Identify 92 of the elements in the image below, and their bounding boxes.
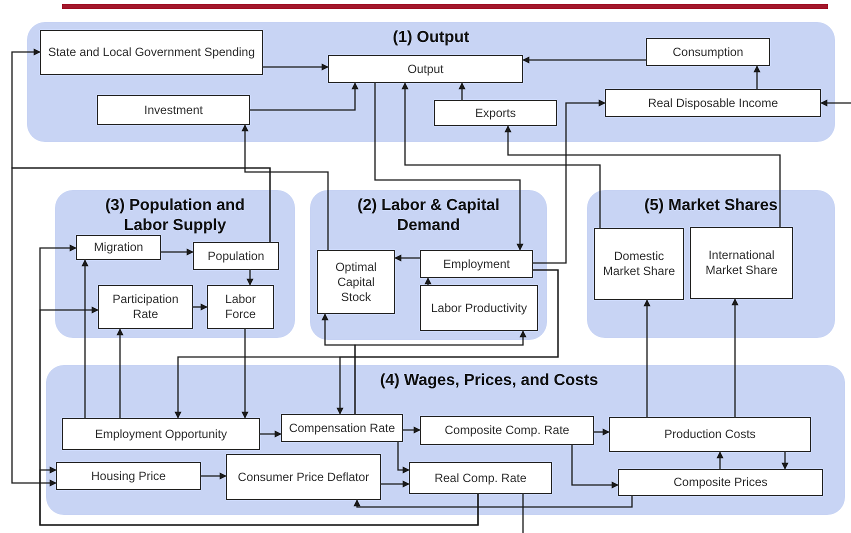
arrow [504, 125, 781, 227]
box-label: State and Local Government Spending [48, 45, 255, 60]
box-label: Labor Productivity [430, 300, 528, 316]
process-box [56, 462, 201, 490]
box-label: Housing Price [91, 468, 166, 484]
arrow [39, 466, 479, 526]
box-label: International Market Share [704, 248, 779, 278]
process-box [434, 100, 557, 126]
process-box [420, 416, 594, 445]
arrow [782, 452, 788, 470]
process-box [98, 285, 193, 329]
group-title: (4) Wages, Prices, and Costs [380, 371, 598, 391]
process-box [420, 285, 538, 331]
box-label: Participation Rate [111, 292, 180, 322]
group-panel [55, 190, 295, 338]
arrow [716, 451, 724, 469]
arrow [336, 269, 559, 415]
arrow [116, 328, 124, 418]
group-panel [587, 190, 835, 338]
box-label: Output [407, 62, 444, 76]
arrow [354, 496, 633, 508]
group-panel [46, 365, 845, 515]
group-title: (5) Market Shares [644, 196, 778, 216]
process-box [609, 417, 811, 452]
process-box [193, 242, 279, 270]
arrow [201, 472, 227, 480]
connector-line [522, 494, 524, 533]
group-panel [27, 22, 835, 142]
box-label: Consumer Price Deflator [238, 470, 370, 484]
arrow [820, 100, 851, 106]
process-box [420, 250, 533, 278]
arrow [354, 330, 526, 414]
arrow [594, 428, 610, 436]
box-label: Exports [475, 106, 516, 120]
process-box [281, 414, 403, 442]
box-label: Investment [144, 102, 203, 118]
process-box [409, 462, 552, 494]
box-label: Employment [443, 256, 510, 272]
arrow [424, 277, 432, 285]
box-label: Production Costs [664, 427, 756, 442]
box-label: Real Disposable Income [648, 96, 778, 110]
box-label: Real Comp. Rate [434, 470, 527, 486]
box-label: Compensation Rate [288, 420, 396, 436]
process-box [594, 228, 684, 300]
box-label: Employment Opportunity [94, 426, 228, 442]
process-box [97, 95, 250, 125]
process-box [40, 30, 263, 75]
arrow [161, 248, 194, 256]
arrow [533, 100, 606, 264]
arrow [732, 298, 738, 417]
box-label: Migration [94, 240, 144, 255]
box-label: Domestic Market Share [602, 249, 676, 279]
process-box [76, 235, 161, 260]
box-label: Optimal Capital Stock [334, 260, 378, 304]
group-title: (1) Output [392, 28, 470, 48]
arrow [260, 430, 282, 438]
arrow [397, 442, 410, 474]
arrow [754, 65, 760, 89]
box-label: Composite Comp. Rate [444, 423, 570, 438]
arrow [11, 167, 271, 486]
arrow [193, 304, 208, 310]
arrow [82, 259, 88, 418]
box-label: Population [208, 248, 264, 264]
arrow [522, 56, 646, 64]
arrow [403, 426, 421, 434]
process-box [317, 250, 395, 314]
arrow [246, 270, 254, 286]
process-box [605, 89, 821, 117]
box-label: Composite Prices [673, 475, 768, 490]
process-box [226, 454, 381, 500]
arrow [644, 299, 650, 417]
box-label: Consumption [672, 44, 744, 60]
arrow [250, 82, 358, 111]
group-panel [310, 190, 547, 340]
arrow [263, 64, 329, 70]
arrow [394, 254, 420, 262]
process-box [690, 227, 793, 299]
process-box [62, 418, 260, 450]
process-box [646, 38, 770, 66]
arrow [381, 480, 410, 488]
process-box [618, 469, 823, 496]
arrow [458, 82, 466, 100]
process-box [207, 285, 274, 329]
group-title: (2) Labor & Capital Demand [356, 196, 501, 236]
box-label: Labor Force [224, 292, 257, 322]
arrow [402, 82, 601, 228]
group-title: (3) Population and Labor Supply [104, 196, 246, 236]
arrow [571, 445, 619, 488]
arrow [374, 83, 524, 251]
arrow [242, 329, 248, 419]
arrow [242, 124, 329, 250]
process-box [328, 55, 523, 83]
